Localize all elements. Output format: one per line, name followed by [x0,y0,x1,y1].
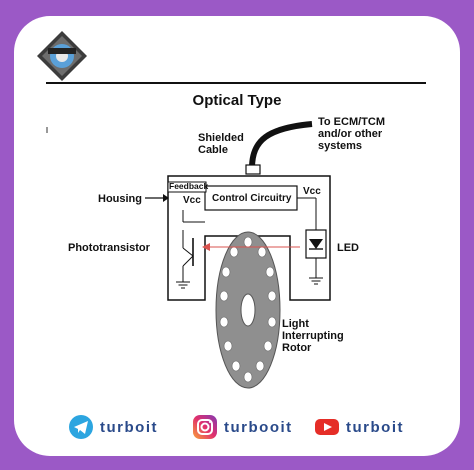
shielded-cable [249,121,313,169]
instagram-icon [193,415,217,439]
youtube-link[interactable]: turboit [314,412,404,442]
telegram-icon [69,415,93,439]
rotor-label: Light Interrupting Rotor [282,318,344,354]
telegram-link[interactable]: turboit [68,412,158,442]
header-divider [46,82,426,84]
housing-outline [167,175,331,301]
pt-diag [182,247,194,257]
logo-icon [37,31,87,81]
vcc-right-label: Vcc [303,186,321,197]
diagram-title: Optical Type [192,92,282,109]
feedback-label: Feedback [169,181,209,191]
ecm-label: To ECM/TCM and/or other systems [318,116,386,152]
led-symbol [309,239,323,249]
housing-label: Housing [98,193,142,205]
cable-label: Shielded Cable [198,132,244,156]
instagram-handle: turbooit [224,418,293,436]
led-label: LED [337,242,359,254]
youtube-handle: turboit [346,418,404,436]
pt-emitter [182,255,194,267]
youtube-icon [315,419,339,435]
feedback-box [167,181,207,193]
interrupting-rotor [215,231,281,389]
phototransistor-label: Phototransistor [68,242,150,254]
cable-connector [245,164,261,175]
telegram-handle: turboit [100,418,158,436]
control-circuitry-label: Control Circuitry [212,193,292,204]
light-beam-arrowhead [202,243,210,251]
vcc-left-label: Vcc [183,195,201,206]
housing-arrow-head [163,194,169,202]
instagram-link[interactable]: turbooit [192,412,293,442]
